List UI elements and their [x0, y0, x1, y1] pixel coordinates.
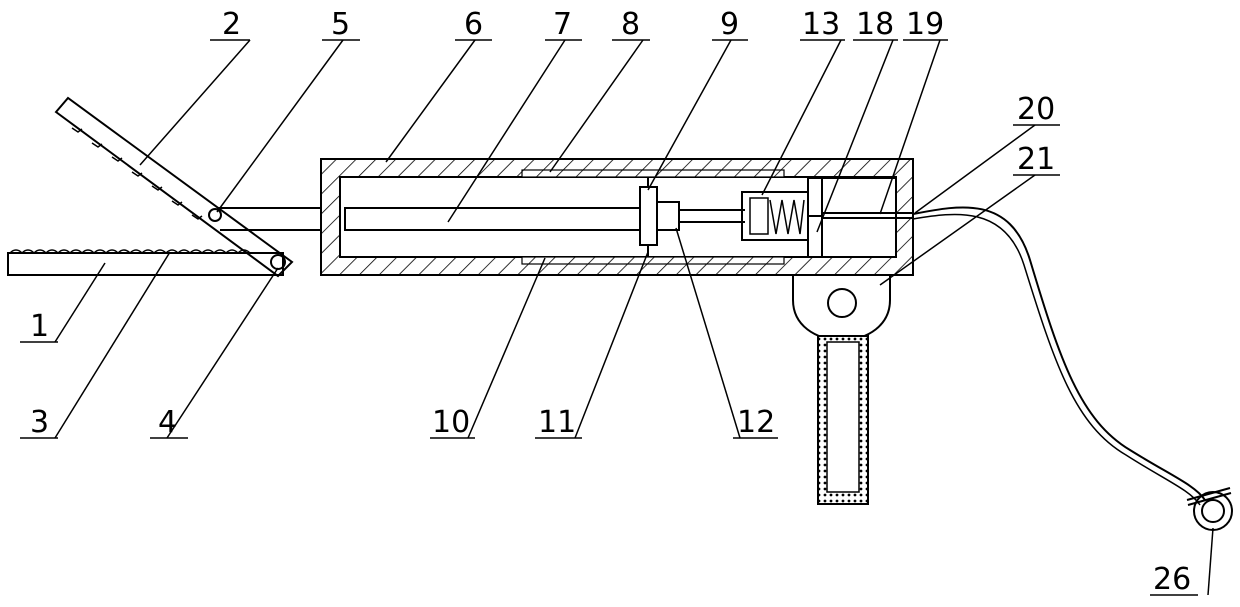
upper-jaw-arm — [56, 98, 292, 276]
pin-5 — [209, 209, 221, 221]
handle-mount — [793, 275, 890, 340]
label-6: 6 — [464, 7, 483, 42]
label-11: 11 — [538, 405, 576, 440]
lower-teeth — [10, 250, 250, 253]
sleeve-top — [522, 170, 784, 177]
label-21: 21 — [1017, 142, 1055, 177]
label-9: 9 — [720, 7, 739, 42]
label-10: 10 — [432, 405, 470, 440]
handle-grip — [818, 336, 868, 504]
sleeve-bottom — [522, 257, 784, 264]
label-12: 12 — [737, 405, 775, 440]
label-2: 2 — [222, 7, 241, 42]
label-20: 20 — [1017, 92, 1055, 127]
label-3: 3 — [30, 405, 49, 440]
label-5: 5 — [331, 7, 350, 42]
label-1: 1 — [30, 309, 49, 344]
label-4: 4 — [158, 405, 177, 440]
label-26: 26 — [1153, 562, 1191, 597]
label-8: 8 — [621, 7, 640, 42]
cable — [913, 207, 1205, 500]
label-18: 18 — [856, 7, 894, 42]
lower-jaw-bar — [8, 250, 283, 275]
label-19: 19 — [906, 7, 944, 42]
label-13: 13 — [802, 7, 840, 42]
pull-ring — [1187, 488, 1232, 530]
label-7: 7 — [553, 7, 572, 42]
